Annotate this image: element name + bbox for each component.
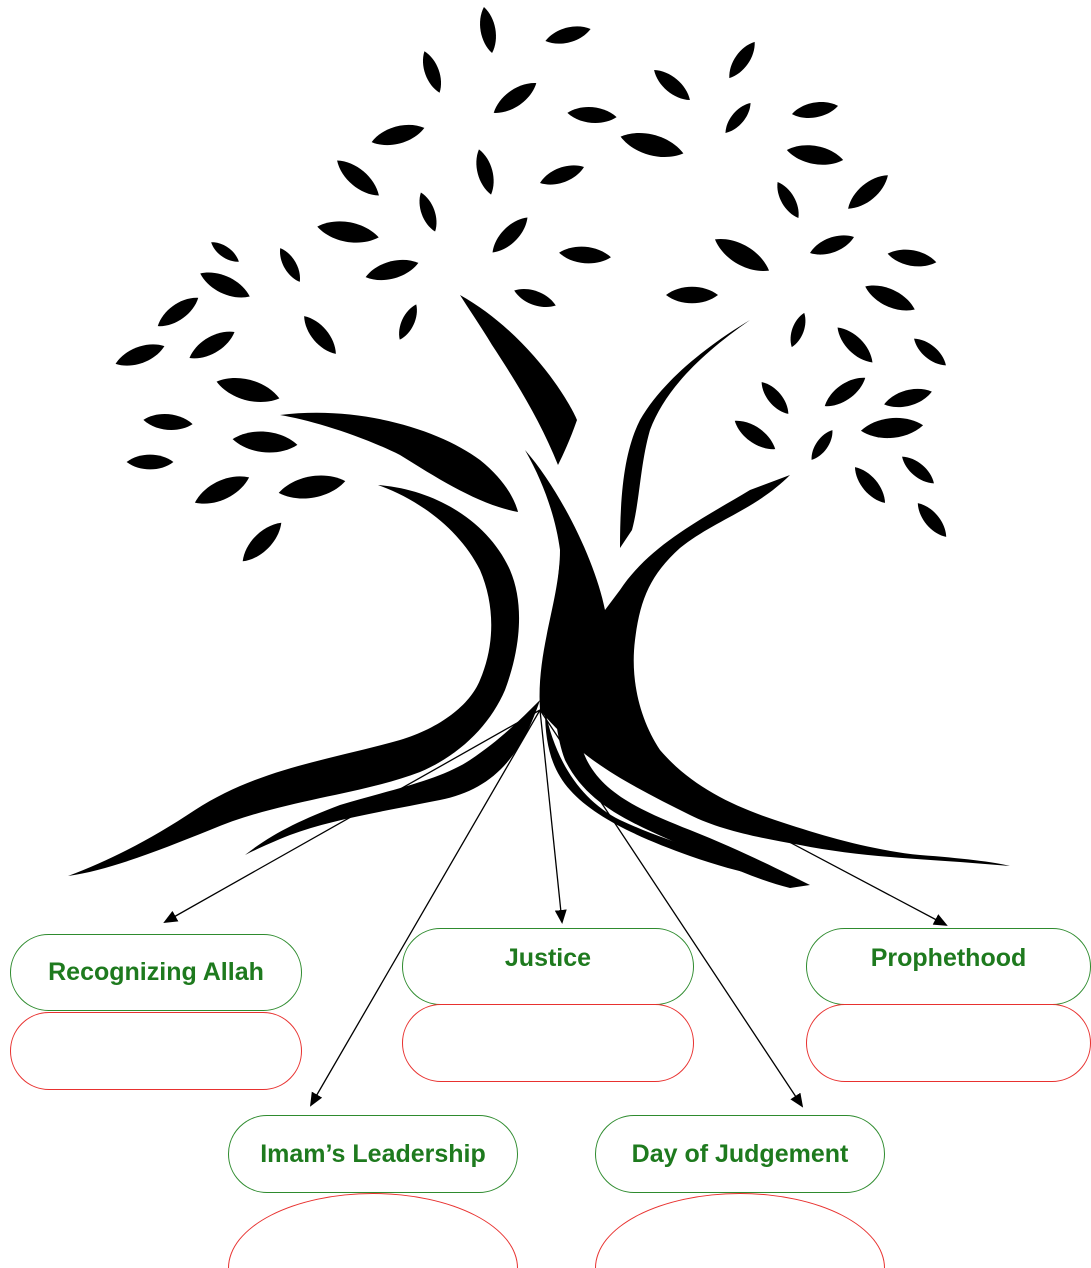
node-day-of-judgement-title: Day of Judgement [595,1115,885,1193]
arrow-to-day-of-judgement [539,709,804,1108]
arrow-to-imams-leadership [309,709,541,1107]
branch-right-upper [620,320,750,548]
node-label: Day of Judgement [631,1139,849,1168]
tree-trunk-right [553,560,810,888]
node-label: Imam’s Leadership [260,1139,486,1168]
branch-center [460,295,577,465]
tree-trunk [525,450,1010,866]
node-prophethood-title: Prophethood [806,928,1091,1005]
node-label: Recognizing Allah [48,958,264,986]
tree-leaves [112,5,952,568]
branch-left-root [245,700,540,855]
node-prophethood-answer-field[interactable] [806,1004,1091,1082]
connector-arrows [163,709,948,1108]
node-label: Justice [504,944,592,972]
node-recognizing-allah-title: Recognizing Allah [10,934,302,1011]
arrow-to-recognizing-allah [163,709,541,923]
branch-left-upper [280,412,518,512]
arrow-to-justice [539,709,567,924]
root-center [545,710,800,880]
node-label: Prophethood [870,944,1027,972]
node-justice-title: Justice [402,928,694,1005]
node-imams-leadership-title: Imam’s Leadership [228,1115,518,1193]
arrow-to-prophethood [539,709,948,926]
node-justice-answer-field[interactable] [402,1004,694,1082]
node-recognizing-allah-answer-field[interactable] [10,1012,302,1090]
branch-left-mid [68,485,520,876]
